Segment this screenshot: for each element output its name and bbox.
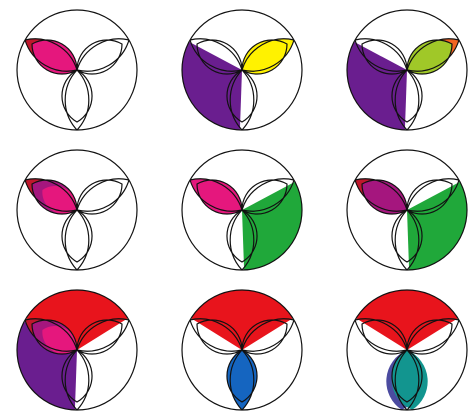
diagram-6: [347, 150, 467, 270]
diagram-1: [17, 10, 137, 130]
diagram-5: [182, 150, 302, 270]
diagram-3: [347, 10, 467, 130]
diagram-2: [182, 10, 302, 130]
diagram-7: [17, 290, 137, 410]
diagram-4: [17, 150, 137, 270]
diagram-8: [182, 290, 302, 410]
diagram-9: [347, 290, 467, 410]
